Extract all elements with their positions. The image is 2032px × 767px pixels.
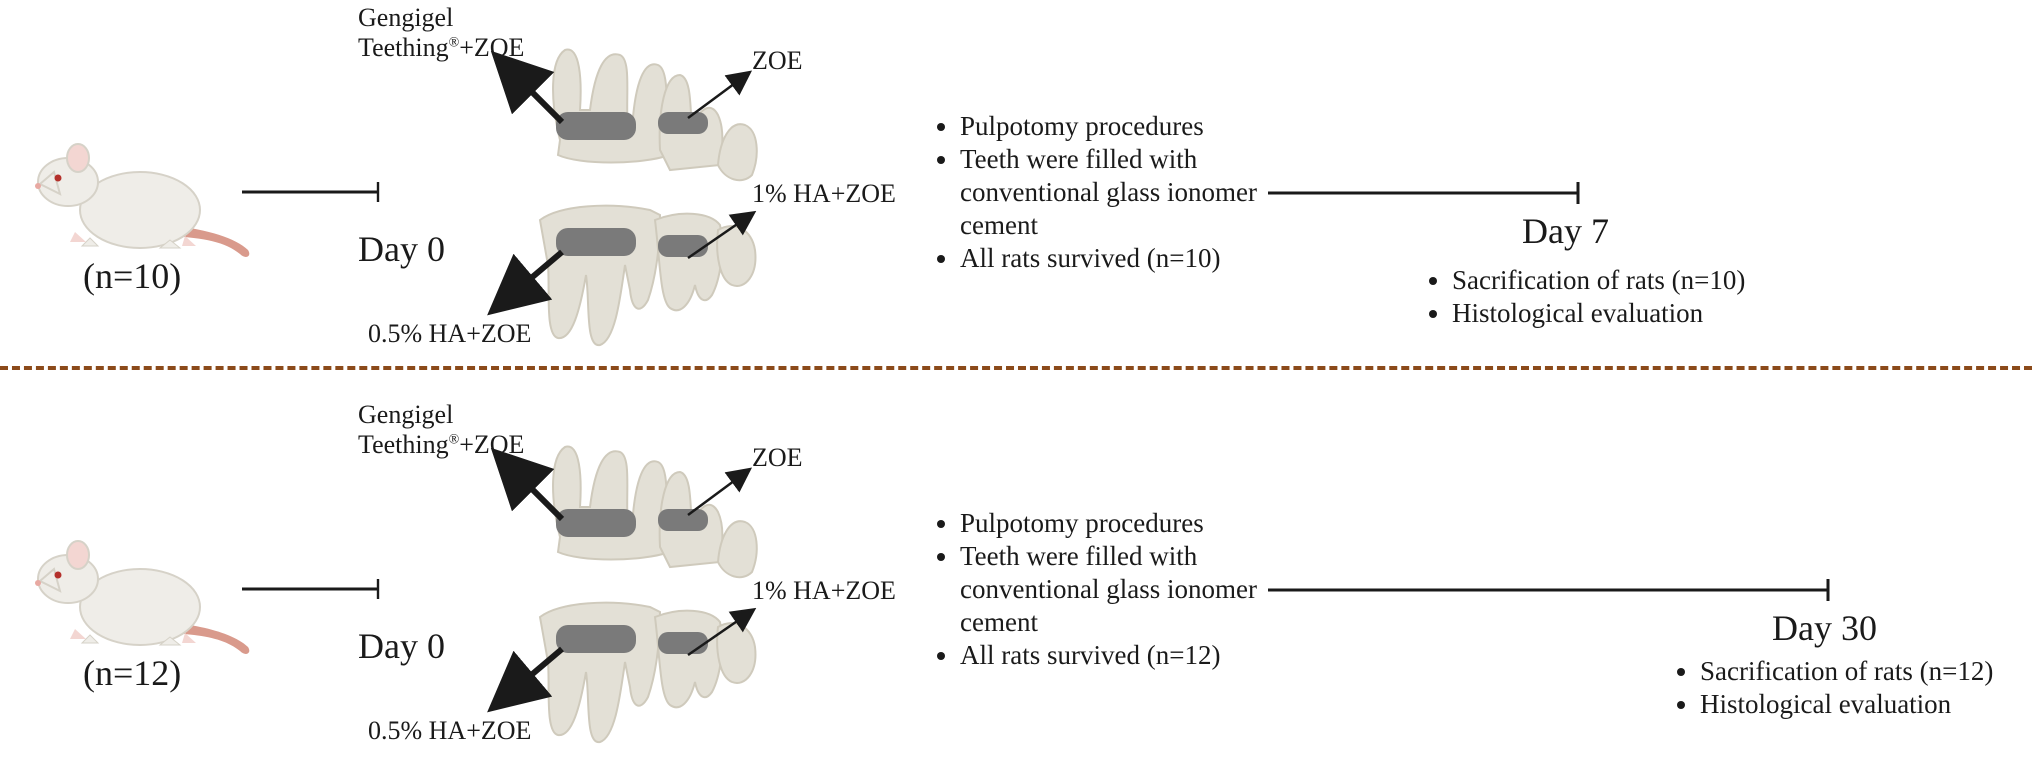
procedure-item: Pulpotomy procedures [960,507,1290,540]
group-size-label: (n=12) [83,653,182,693]
group-divider [0,366,2032,370]
timeline-start-bar [242,579,380,599]
outcome-item: Histological evaluation [1452,297,1745,330]
procedure-item: Pulpotomy procedures [960,110,1290,143]
group-panel-day30: (n=12) Day 0 Gengigel Teething®+ZOE ZOE … [0,397,2032,767]
arrow-ha-05 [487,646,564,713]
lower-molars [538,204,757,346]
arrow-zoe [687,467,753,517]
rat-illustration [35,540,250,654]
upper-molars [552,48,758,182]
ha-1-percent-label: 1% HA+ZOE [752,179,896,208]
procedures-list: Pulpotomy procedures Teeth were filled w… [928,507,1290,672]
zoe-label: ZOE [752,443,803,472]
registered-mark: ® [448,35,460,51]
outcomes-list: Sacrification of rats (n=12) Histologica… [1668,655,1993,721]
ha-05-percent-label: 0.5% HA+ZOE [368,716,532,745]
gengigel-label-line1: Gengigel [358,3,454,32]
end-day-label: Day 7 [1522,211,1609,251]
gengigel-label-line1: Gengigel [358,400,454,429]
treatment-arrows [487,447,757,713]
upper-molars [552,445,758,579]
timeline-start-bar [242,182,380,202]
start-day-label: Day 0 [358,229,445,269]
ha-1-percent-label: 1% HA+ZOE [752,576,896,605]
procedures-list: Pulpotomy procedures Teeth were filled w… [928,110,1290,275]
outcome-item: Sacrification of rats (n=10) [1452,264,1745,297]
rat-illustration [35,143,250,257]
end-day-label: Day 30 [1772,608,1877,648]
registered-mark: ® [448,432,460,448]
timeline-end-bar [1268,182,1580,204]
lower-molars [538,601,757,743]
procedure-item: All rats survived (n=12) [960,639,1290,672]
zoe-label: ZOE [752,46,803,75]
timeline-end-bar [1268,579,1830,601]
arrow-gengigel [490,447,565,522]
arrow-zoe [687,70,753,120]
ha-05-percent-label: 0.5% HA+ZOE [368,319,532,348]
group-panel-day7: (n=10) Day 0 Gengigel Teething®+ZOE ZOE … [0,0,2032,370]
outcomes-list: Sacrification of rats (n=10) Histologica… [1420,264,1745,330]
teeth-illustration [538,48,758,346]
outcome-item: Histological evaluation [1700,688,1993,721]
group-size-label: (n=10) [83,256,182,296]
arrow-gengigel [490,50,565,125]
procedure-item: Teeth were filled with conventional glas… [960,540,1260,639]
procedure-item: Teeth were filled with conventional glas… [960,143,1260,242]
arrow-ha-1 [687,607,757,657]
outcome-item: Sacrification of rats (n=12) [1700,655,1993,688]
teeth-illustration [538,445,758,743]
treatment-arrows [487,50,757,316]
arrow-ha-1 [687,210,757,260]
arrow-ha-05 [487,249,564,316]
procedure-item: All rats survived (n=10) [960,242,1290,275]
start-day-label: Day 0 [358,626,445,666]
